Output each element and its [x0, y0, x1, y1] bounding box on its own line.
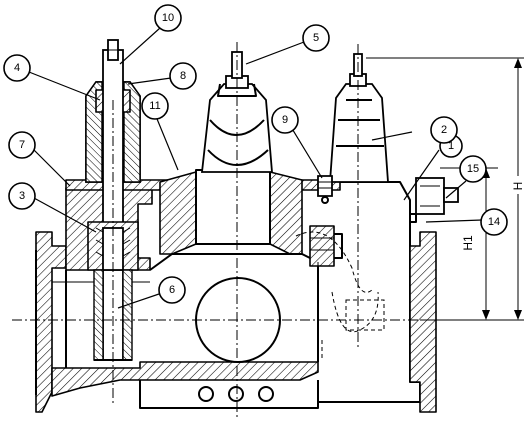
gate-seal-block [309, 225, 343, 267]
callout-4: 4 [3, 54, 31, 82]
svg-text:15: 15 [467, 163, 479, 175]
inlet-flange [35, 231, 67, 413]
centre-chamber-right-wall [269, 171, 303, 255]
callout-15: 15 [459, 155, 487, 183]
svg-text:10: 10 [162, 12, 174, 24]
svg-text:2: 2 [441, 124, 447, 136]
body-bottom-wall [51, 361, 319, 397]
callout-14: 14 [480, 208, 508, 236]
hidden-lines [295, 231, 385, 360]
leader-lines [28, 27, 483, 309]
dimension-h1-label: H1 [461, 235, 475, 251]
limit-switch [410, 177, 459, 223]
svg-text:3: 3 [19, 190, 25, 202]
callout-7: 7 [8, 131, 36, 159]
callout-11: 11 [141, 92, 169, 120]
centre-chamber-left-wall [159, 171, 197, 255]
svg-text:5: 5 [313, 32, 319, 44]
callout-5: 5 [302, 24, 330, 52]
centre-lines [12, 42, 420, 418]
callout-9: 9 [271, 106, 299, 134]
svg-text:4: 4 [14, 62, 20, 74]
callout-2: 2 [430, 116, 458, 144]
callout-8: 8 [169, 62, 197, 90]
callout-10: 10 [154, 4, 182, 32]
dimension-lines: H H1 [366, 57, 525, 321]
dimension-h-label: H [511, 182, 525, 191]
bolt-detail [317, 175, 333, 204]
svg-text:9: 9 [282, 114, 288, 126]
svg-text:1: 1 [448, 140, 454, 152]
callout-3: 3 [8, 182, 36, 210]
svg-text:8: 8 [180, 70, 186, 82]
callout-6: 6 [158, 276, 186, 304]
right-bonnet [329, 53, 389, 183]
svg-text:7: 7 [19, 139, 25, 151]
svg-text:6: 6 [169, 284, 175, 296]
outlet-flange [409, 231, 437, 413]
svg-text:11: 11 [149, 100, 160, 112]
svg-text:14: 14 [488, 216, 500, 228]
